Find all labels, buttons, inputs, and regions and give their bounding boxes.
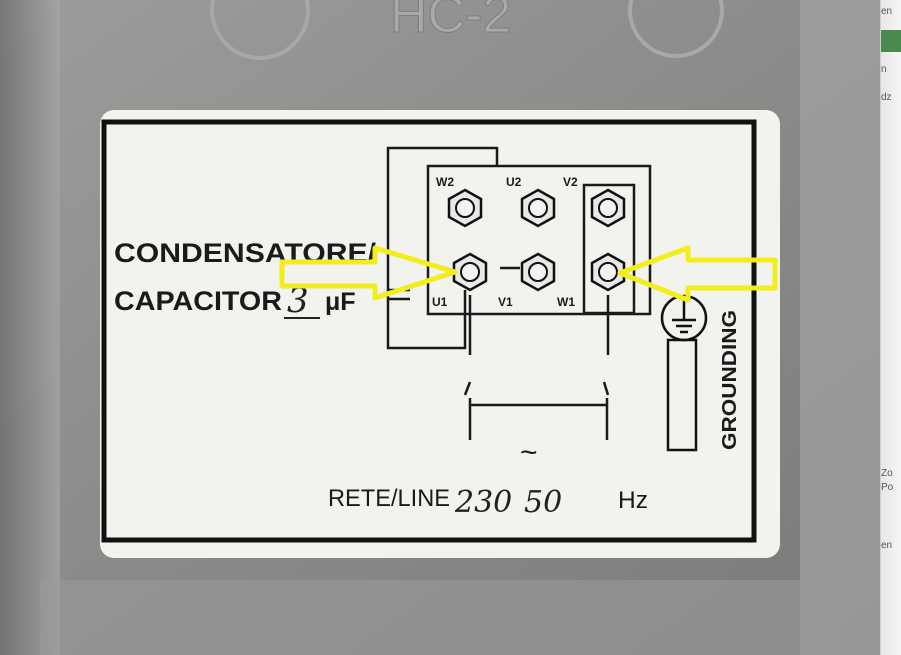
terminal-u2 [520, 188, 556, 228]
ground-icon [660, 294, 708, 452]
side-panel-text: Po [881, 482, 894, 493]
grounding-label: GROUNDING [719, 310, 741, 450]
line-label: RETE/LINE [328, 485, 450, 512]
terminal-v2 [590, 188, 626, 228]
frequency-unit: Hz [618, 487, 648, 514]
tilde-symbol: ~ [520, 436, 538, 469]
terminal-label-w1: W1 [557, 295, 575, 309]
terminal-w2 [447, 188, 483, 228]
side-panel-text: en [881, 6, 893, 17]
housing-right-rim [800, 0, 880, 655]
cast-boss-left [210, 0, 310, 60]
terminal-label-u2: U2 [506, 175, 522, 189]
frequency-handwritten: 50 [524, 485, 562, 520]
side-panel-text: dz [881, 92, 892, 103]
housing-left-edge [0, 0, 60, 655]
wiring-diagram [386, 146, 652, 440]
terminal-v1 [520, 252, 556, 292]
cast-text: HC-2 [390, 0, 511, 44]
arrow-left-pointer [279, 245, 458, 301]
capacitor-value-handwritten: 3 [287, 281, 309, 321]
side-panel-accent [881, 30, 901, 52]
voltage-handwritten: 230 [454, 485, 512, 520]
side-panel-text: n [881, 64, 887, 75]
arrow-right-pointer [617, 245, 778, 303]
terminal-label-w2: W2 [436, 175, 454, 189]
terminal-label-v2: V2 [563, 175, 578, 189]
terminal-label-u1: U1 [432, 295, 448, 309]
cast-boss-right [628, 0, 724, 58]
terminal-label-v1: V1 [498, 295, 513, 309]
browser-side-panel [880, 0, 901, 655]
housing-bottom-rim [40, 580, 840, 655]
side-panel-text: en [881, 540, 893, 551]
capacitor-unit: μF [325, 288, 356, 316]
label-border [101, 119, 757, 543]
capacitor-label-line2: CAPACITOR [114, 286, 282, 316]
terminal-u1 [452, 252, 488, 292]
side-panel-text: Zo [881, 468, 893, 479]
terminal-w1 [590, 252, 626, 292]
